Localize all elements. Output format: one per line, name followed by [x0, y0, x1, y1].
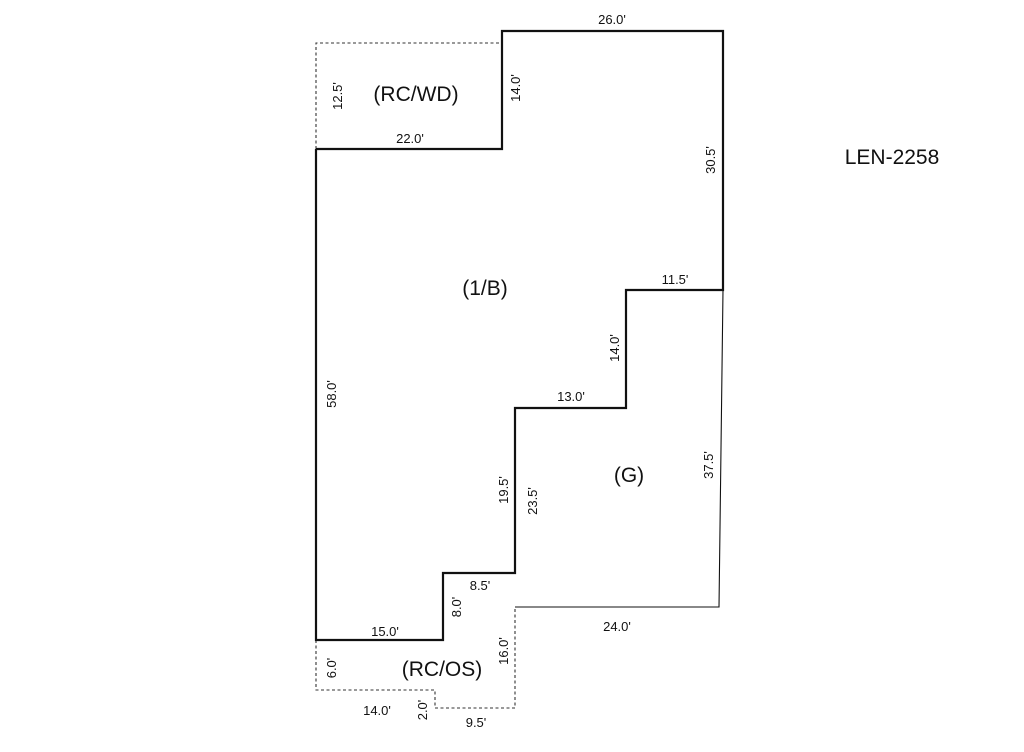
area-label-open-stoop: (RC/OS) [402, 658, 483, 681]
dim-garage-left: 23.5' [525, 487, 540, 515]
dim-right-upper: 30.5' [703, 146, 718, 174]
dim-deck-right: 14.0' [508, 74, 523, 102]
wood-deck-dashed-outline [315, 42, 502, 149]
dim-deck-left: 12.5' [330, 82, 345, 110]
dim-bottom-left: 15.0' [371, 624, 399, 639]
dim-left-height: 58.0' [324, 380, 339, 408]
garage-outline [515, 289, 724, 608]
area-label-main: (1/B) [462, 277, 508, 300]
dim-stoop-right: 16.0' [496, 637, 511, 665]
dim-stoop-left: 6.0' [324, 658, 339, 679]
dim-stoop-bottom-left: 14.0' [363, 703, 391, 718]
dim-stoop-bottom-right: 9.5' [466, 715, 487, 730]
open-stoop-dashed-outline [315, 607, 516, 709]
dim-deck-bottom: 22.0' [396, 131, 424, 146]
area-label-wood-deck: (RC/WD) [373, 83, 458, 106]
main-area-outline [314, 29, 725, 642]
dim-stoop-step: 2.0' [415, 700, 430, 721]
area-label-garage: (G) [614, 464, 644, 487]
dim-top-width: 26.0' [598, 12, 626, 27]
dim-inner-vertical: 19.5' [496, 476, 511, 504]
dim-step-vertical: 14.0' [607, 334, 622, 362]
dim-notch-vertical: 8.0' [449, 597, 464, 618]
dim-step-mid: 13.0' [557, 389, 585, 404]
parcel-id-label: LEN-2258 [845, 146, 940, 169]
dim-garage-bottom: 24.0' [603, 619, 631, 634]
dim-notch-top: 8.5' [470, 578, 491, 593]
dim-step-right: 11.5' [662, 272, 689, 287]
dim-garage-right: 37.5' [701, 451, 716, 479]
